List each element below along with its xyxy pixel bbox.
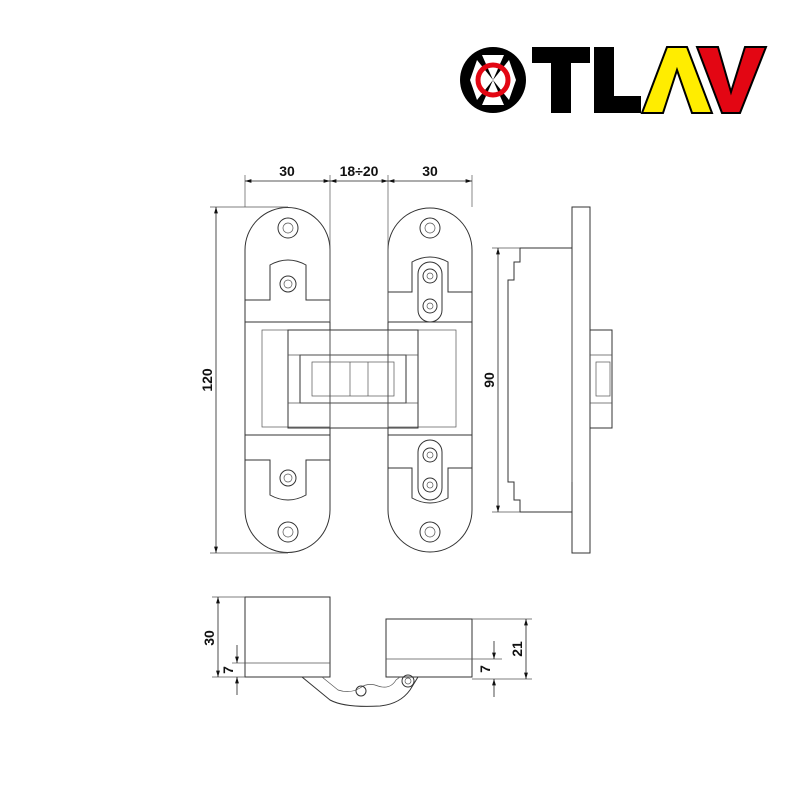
dim-side-height: 90 bbox=[481, 372, 497, 388]
bottom-view bbox=[244, 596, 473, 707]
dim-front-left-width: 30 bbox=[279, 163, 295, 179]
dim-bottom-left-offset: 7 bbox=[220, 666, 236, 674]
side-view bbox=[507, 206, 613, 554]
dim-bottom-left-height: 30 bbox=[201, 630, 217, 646]
front-view-right-plate bbox=[387, 207, 473, 553]
dim-front-height: 120 bbox=[199, 368, 215, 392]
dimension-lines bbox=[210, 175, 532, 697]
otlav-logo bbox=[460, 46, 768, 114]
dim-front-right-width: 30 bbox=[422, 163, 438, 179]
dim-bottom-right-offset: 7 bbox=[477, 665, 493, 673]
dim-bottom-right-height: 21 bbox=[509, 641, 525, 657]
dim-front-gap: 18÷20 bbox=[340, 163, 379, 179]
front-view-mechanism bbox=[287, 329, 419, 429]
